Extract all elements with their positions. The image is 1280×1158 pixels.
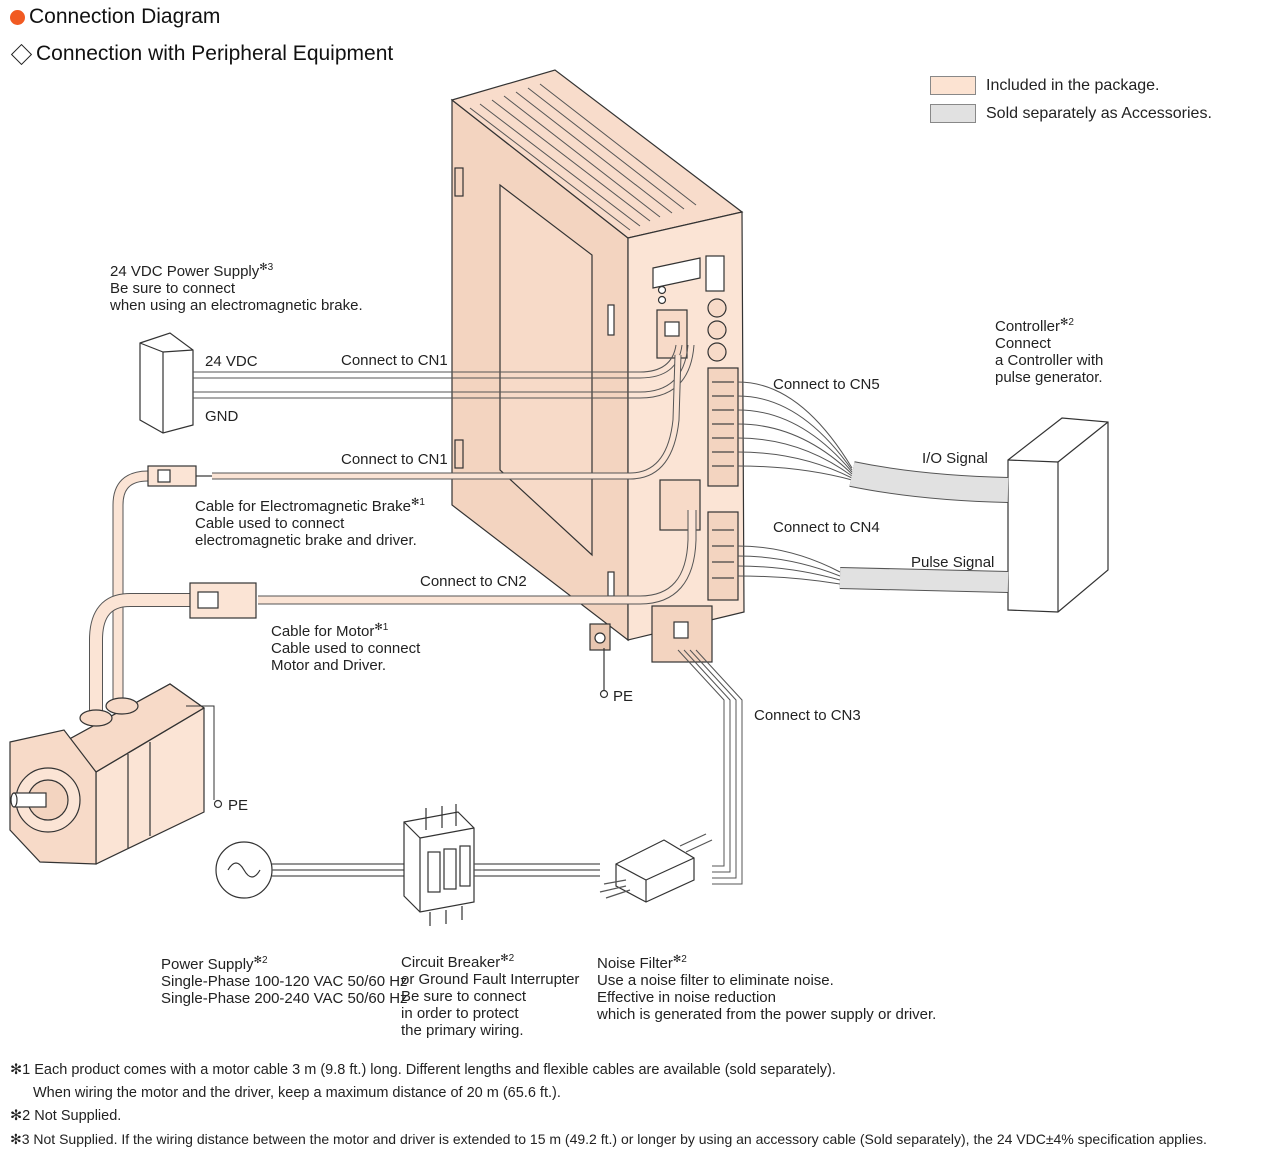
motor-cable-label: Cable for Motor✻1 Cable used to connect … xyxy=(271,619,420,674)
brake-cable-label: Cable for Electromagnetic Brake✻1 Cable … xyxy=(195,494,425,549)
brake-cable-title: Cable for Electromagnetic Brake xyxy=(195,498,411,515)
noise-filter-note-mark: ✻2 xyxy=(672,954,687,965)
page-title-text: Connection Diagram xyxy=(29,5,221,28)
motor-cable-line2: Cable used to connect xyxy=(271,640,421,657)
controller-note-mark: ✻2 xyxy=(1060,317,1074,328)
controller-line2: Connect xyxy=(995,335,1051,352)
psu24-note-mark: ✻3 xyxy=(259,262,274,273)
cn5-label: Connect to CN5 xyxy=(773,376,880,393)
cn3-wires xyxy=(677,649,743,885)
pulse-signal-cable xyxy=(737,545,1009,593)
legend-swatch-accessories xyxy=(930,104,976,123)
legend-included-label: Included in the package. xyxy=(986,77,1160,94)
brake-cable xyxy=(112,354,682,706)
pulse-signal-label: Pulse Signal xyxy=(911,554,995,571)
power-supply-label: Power Supply✻2 Single-Phase 100-120 VAC … xyxy=(161,952,408,1007)
ac-power-supply xyxy=(215,841,408,899)
io-signal-label: I/O Signal xyxy=(922,450,988,467)
gnd-label: GND xyxy=(205,408,239,425)
io-signal-cable xyxy=(737,381,1009,503)
brake-cable-line3: electromagnetic brake and driver. xyxy=(195,532,417,549)
psu24-label: 24 VDC Power Supply✻3 Be sure to connect… xyxy=(110,259,363,314)
legend-accessories: Sold separately as Accessories. xyxy=(930,104,1212,123)
page-title: Connection Diagram xyxy=(10,5,220,29)
footnotes: ✻1 Each product comes with a motor cable… xyxy=(10,1059,1207,1151)
motor-cable-title: Cable for Motor xyxy=(271,623,375,640)
pe-driver-label: PE xyxy=(613,688,634,705)
cn3-label: Connect to CN3 xyxy=(754,707,861,724)
footnote-3: ✻3 Not Supplied. If the wiring distance … xyxy=(10,1131,1207,1147)
controller-line4: pulse generator. xyxy=(995,369,1103,386)
breaker-line5: the primary wiring. xyxy=(401,1022,524,1039)
motor-cable xyxy=(89,510,697,712)
motor-cable-line3: Motor and Driver. xyxy=(271,657,387,674)
cn1-label-brake: Connect to CN1 xyxy=(341,451,448,468)
breaker-note-mark: ✻2 xyxy=(500,953,515,964)
psu24-line2: Be sure to connect xyxy=(110,280,236,297)
cn1-label-power: Connect to CN1 xyxy=(341,352,448,369)
vdc24-label: 24 VDC xyxy=(205,353,258,370)
motor-cable-note-mark: ✻1 xyxy=(374,622,389,633)
noise-filter-label: Noise Filter✻2 Use a noise filter to eli… xyxy=(597,951,936,1023)
power-supply-title: Power Supply xyxy=(161,956,254,973)
noise-filter-line3: Effective in noise reduction xyxy=(597,989,776,1006)
controller-label: Controller✻2 Connect a Controller with p… xyxy=(995,314,1103,386)
noise-filter-title: Noise Filter xyxy=(597,955,673,972)
circuit-breaker xyxy=(403,804,600,926)
footnote-1-cont: When wiring the motor and the driver, ke… xyxy=(33,1085,561,1101)
brake-cable-note-mark: ✻1 xyxy=(410,497,425,508)
section-subtitle-text: Connection with Peripheral Equipment xyxy=(36,42,394,65)
power-supply-line2: Single-Phase 100-120 VAC 50/60 Hz xyxy=(161,973,408,990)
breaker-label: Circuit Breaker✻2 or Ground Fault Interr… xyxy=(401,950,579,1039)
legend-swatch-included xyxy=(930,76,976,95)
legend-accessories-label: Sold separately as Accessories. xyxy=(986,105,1212,122)
legend-included: Included in the package. xyxy=(930,76,1159,95)
power-supply-note-mark: ✻2 xyxy=(253,955,268,966)
psu24-line3: when using an electromagnetic brake. xyxy=(110,297,363,314)
footnote-2: ✻2 Not Supplied. xyxy=(10,1108,122,1124)
orange-bullet-icon xyxy=(10,9,25,25)
pe-leads xyxy=(213,648,609,809)
noise-filter-line4: which is generated from the power supply… xyxy=(597,1006,937,1023)
motor xyxy=(9,683,215,865)
cn4-label: Connect to CN4 xyxy=(773,519,880,536)
breaker-line3: Be sure to connect xyxy=(401,988,527,1005)
breaker-line4: in order to protect xyxy=(401,1005,519,1022)
controller-title: Controller xyxy=(995,318,1061,335)
vdc-power-supply-box xyxy=(139,332,194,434)
noise-filter xyxy=(599,833,713,903)
footnote-1: ✻1 Each product comes with a motor cable… xyxy=(10,1062,836,1078)
section-subtitle: Connection with Peripheral Equipment xyxy=(10,42,393,66)
breaker-line2: or Ground Fault Interrupter xyxy=(401,971,580,988)
breaker-title: Circuit Breaker xyxy=(401,954,501,971)
cn2-label: Connect to CN2 xyxy=(420,573,527,590)
controller-box xyxy=(1007,417,1109,613)
psu24-title: 24 VDC Power Supply xyxy=(110,263,260,280)
power-supply-line3: Single-Phase 200-240 VAC 50/60 Hz xyxy=(161,990,408,1007)
driver-unit xyxy=(450,69,745,663)
brake-cable-line2: Cable used to connect xyxy=(195,515,345,532)
pe-motor-label: PE xyxy=(228,797,249,814)
controller-line3: a Controller with xyxy=(995,352,1104,369)
noise-filter-line2: Use a noise filter to eliminate noise. xyxy=(597,972,834,989)
